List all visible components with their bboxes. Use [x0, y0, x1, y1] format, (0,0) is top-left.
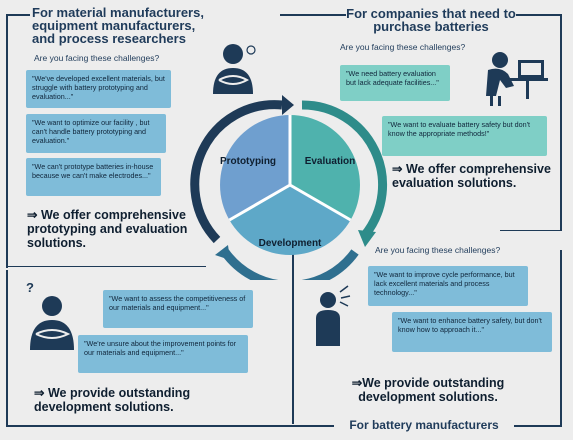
question-person-icon: ?: [26, 280, 74, 350]
top-left-bubble-2: "We want to optimize our facility , but …: [26, 114, 166, 153]
thinking-person-icon: [213, 44, 256, 94]
top-right-bubble-1: "We need battery evaluation but lack ade…: [340, 65, 450, 101]
bottom-right-offer: ⇒We provide outstanding development solu…: [351, 376, 505, 404]
top-right-question: Are you facing these challenges?: [340, 42, 466, 52]
cycle-diagram: Prototyping Evaluation Development: [190, 95, 387, 280]
top-left-frame: [6, 14, 30, 268]
bottom-rule: [6, 425, 562, 427]
bottom-right-question: Are you facing these challenges?: [375, 245, 501, 255]
arrow-head-left: [215, 245, 230, 260]
top-left-question: Are you facing these challenges?: [34, 53, 160, 63]
label-evaluation: Evaluation: [305, 156, 356, 167]
right-lower-top: [500, 230, 562, 231]
top-left-offer: ⇒ We offer comprehensive prototyping and…: [27, 208, 188, 250]
laptop-person-icon: [486, 52, 548, 106]
top-right-title: For companies that need to purchase batt…: [346, 6, 516, 34]
bottom-right-bubble-2: "We want to enhance battery safety, but …: [392, 312, 552, 352]
bottom-left-bubble-2: "We're unsure about the improvement poin…: [78, 335, 248, 373]
bottom-left-bubble-1: "We want to assess the competitiveness o…: [103, 290, 253, 328]
top-right-side: [560, 14, 562, 230]
top-right-offer: ⇒ We offer comprehensive evaluation solu…: [392, 162, 551, 190]
ring-prototyping-arc: [190, 100, 283, 244]
top-left-title: For material manufacturers, equipment ma…: [32, 5, 204, 46]
ring-evaluation-arc: [301, 100, 387, 238]
label-development: Development: [259, 238, 322, 249]
top-left-bubble-1: "We've developed excellent materials, bu…: [26, 70, 171, 108]
segment-development: [229, 185, 351, 255]
bottom-right-footer: For battery manufacturers: [334, 419, 514, 432]
top-right-bubble-2: "We want to evaluate battery safety but …: [382, 116, 547, 156]
arrow-head-right: [358, 230, 376, 247]
bottom-left-frame: [6, 270, 8, 426]
bottom-left-offer: ⇒ We provide outstanding development sol…: [34, 386, 191, 414]
bottom-right-bubble-1: "We want to improve cycle performance, b…: [368, 266, 528, 306]
svg-text:?: ?: [26, 280, 34, 295]
top-left-bubble-3: "We can't prototype batteries in-house b…: [26, 158, 161, 196]
bottom-right-frame: [292, 230, 294, 424]
top-left-bottom-rule: [6, 266, 206, 267]
ring-development-arc: [221, 249, 359, 280]
right-lower-side: [560, 250, 562, 426]
label-prototyping: Prototyping: [220, 156, 276, 167]
speaking-person-icon: [316, 285, 351, 346]
arrow-head-top: [282, 95, 294, 115]
